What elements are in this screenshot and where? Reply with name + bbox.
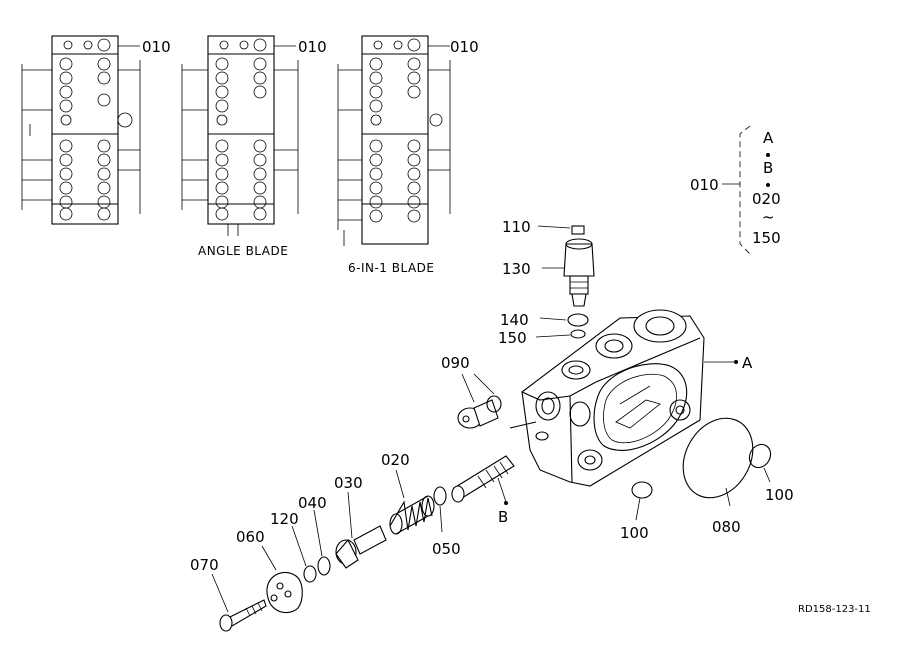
label-040: 040 [298, 494, 327, 512]
label-010-stack2: 010 [298, 38, 327, 56]
label-030: 030 [334, 474, 363, 492]
label-010-stack1: 010 [142, 38, 171, 56]
spring-020 [389, 495, 435, 535]
label-110: 110 [502, 218, 531, 236]
caption-angle-blade: ANGLE BLADE [198, 244, 288, 258]
label-020: 020 [381, 451, 410, 469]
label-090: 090 [441, 354, 470, 372]
label-100-left: 100 [620, 524, 649, 542]
plug-130 [563, 225, 595, 307]
caption-6-in-1-blade: 6-IN-1 BLADE [348, 261, 434, 275]
o-ring-140 [567, 313, 589, 327]
set-legend: 010 A B 020 ~ 150 [690, 125, 781, 255]
label-140: 140 [500, 311, 529, 329]
ref-b-label: B [498, 508, 508, 526]
label-120: 120 [270, 510, 299, 528]
plug-090 [457, 395, 502, 429]
legend-label-020: 020 [752, 190, 781, 208]
label-060: 060 [236, 528, 265, 546]
legend-label-010: 010 [690, 176, 719, 194]
spring-seat-030 [335, 525, 387, 569]
ref-a-label: A [742, 354, 753, 372]
drawing-reference: RD158-123-11 [798, 604, 871, 615]
label-130: 130 [502, 260, 531, 278]
valve-stack-standard [21, 35, 141, 225]
valve-stack-6-in-1-blade [337, 35, 451, 246]
valve-stack-angle-blade [181, 35, 299, 236]
o-ring-150 [570, 329, 586, 339]
bolt-070 [219, 599, 267, 632]
o-ring-040 [317, 556, 331, 576]
legend-ref-a: A [763, 129, 774, 147]
spool-assembly [451, 455, 515, 505]
o-ring-120 [303, 565, 317, 583]
label-100-right: 100 [765, 486, 794, 504]
o-ring-100-left [631, 481, 653, 499]
legend-ref-b: B [763, 159, 773, 177]
valve-body [509, 309, 738, 487]
label-050: 050 [432, 540, 461, 558]
legend-tilde: ~ [762, 208, 775, 226]
label-150: 150 [498, 329, 527, 347]
legend-label-150: 150 [752, 229, 781, 247]
cap-060 [266, 571, 303, 614]
label-010-stack3: 010 [450, 38, 479, 56]
o-ring-100-right [748, 443, 772, 469]
gasket-080 [682, 417, 754, 499]
label-070: 070 [190, 556, 219, 574]
label-080: 080 [712, 518, 741, 536]
o-ring-050 [433, 486, 447, 506]
